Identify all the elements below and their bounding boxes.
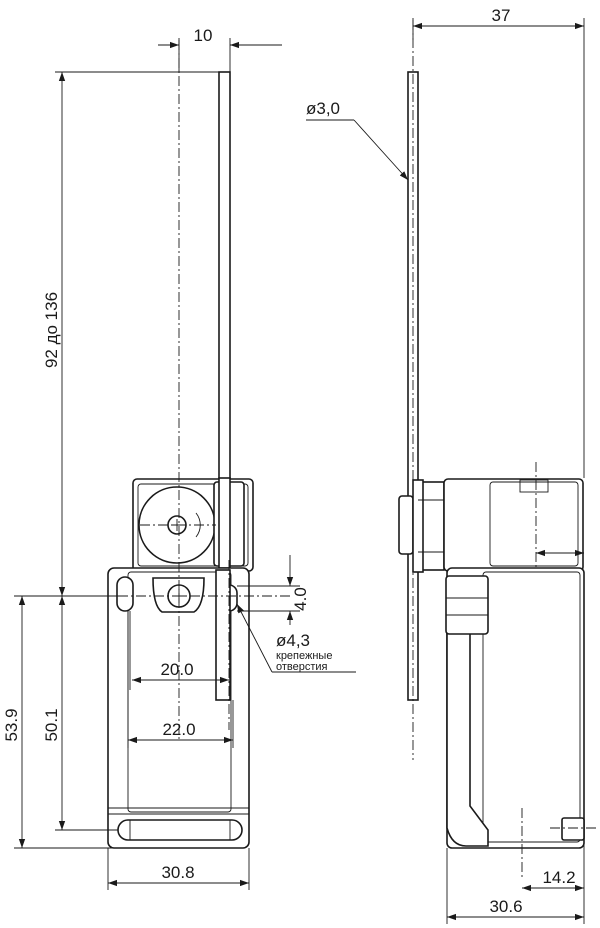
side-adjust-nut: [445, 575, 489, 635]
dim-mount-vertical: 4.0: [237, 555, 310, 625]
dim-mount-vertical-label: 4.0: [291, 587, 310, 611]
hole-diameter-label: ø4,3: [276, 631, 310, 650]
dim-body-width: 30.8: [107, 848, 250, 890]
front-switch-head: [132, 478, 254, 572]
dim-hole-height: 50.1: [42, 596, 118, 831]
dim-hole-spacing-outer: 22.0: [127, 611, 234, 748]
hole-callout: ø4,3 крепежные отверстия: [236, 603, 356, 673]
dim-total-height-label: 53.9: [2, 708, 21, 741]
dim-body-offset-label: 14.2: [542, 868, 575, 887]
dim-hole-spacing-outer-label: 22.0: [162, 720, 195, 739]
hole-note-line2: отверстия: [276, 661, 328, 673]
dim-lever-reach: 37: [412, 6, 585, 478]
dim-lever-offset: 10: [158, 26, 282, 72]
front-switch-body: [107, 567, 250, 849]
dim-hole-spacing-inner: 20.0: [129, 611, 229, 690]
dim-lever-offset-label: 10: [194, 26, 213, 45]
dim-body-width-label: 30.8: [161, 863, 194, 882]
dim-hole-spacing-inner-label: 20.0: [160, 660, 193, 679]
front-bottom-slot: [117, 819, 243, 841]
hole-note-line1: крепежные: [276, 650, 332, 662]
side-view: ø3,0 37 14.2 30.6: [306, 6, 596, 924]
dim-hole-height-label: 50.1: [42, 708, 61, 741]
dim-body-depth-label: 30.6: [489, 897, 522, 916]
front-view: 10 92 до 136 53.9 50.1 4.0: [2, 26, 356, 890]
rod-diameter-callout: ø3,0: [306, 99, 409, 181]
dim-lever-length-label: 92 до 136: [42, 292, 61, 368]
front-mount-hole-left: [116, 576, 134, 612]
dim-body-offset: 14.2: [522, 840, 585, 924]
side-switch-body: [445, 567, 596, 880]
side-connector: [561, 817, 585, 841]
side-lever-hub: [398, 479, 445, 573]
side-switch-head: [443, 462, 584, 586]
dim-lever-reach-label: 37: [492, 6, 511, 25]
rod-diameter-label: ø3,0: [306, 99, 340, 118]
dim-total-height: 53.9: [2, 595, 118, 849]
dim-body-depth: 30.6: [446, 848, 584, 924]
